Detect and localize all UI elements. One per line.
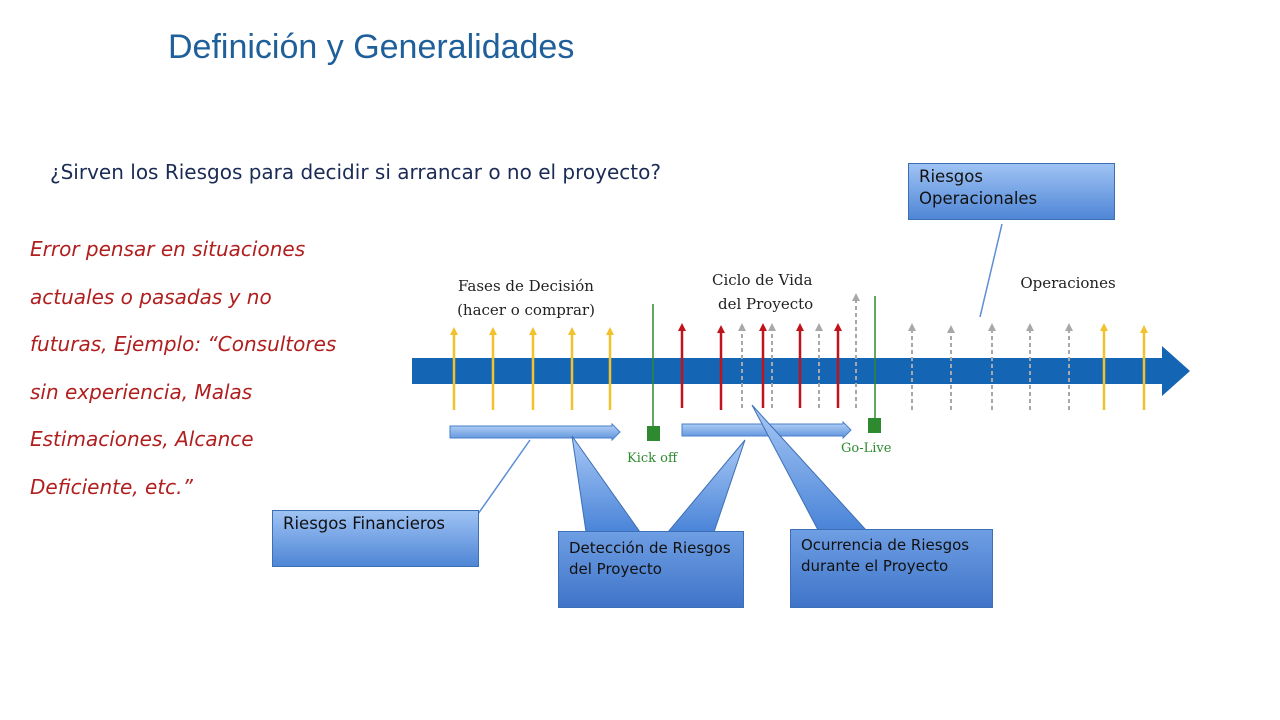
kickoff-marker <box>647 426 660 441</box>
phase-lifecycle-line2: del Proyecto <box>718 295 814 313</box>
golive-marker <box>868 418 881 433</box>
operational-connector <box>979 223 1003 318</box>
golive-label: Go-Live <box>841 441 892 456</box>
occurrence-risks-box: Ocurrencia de Riesgos durante el Proyect… <box>790 529 993 608</box>
operational-risks-box: Riesgos Operacionales <box>908 163 1115 220</box>
question-text: ¿Sirven los Riesgos para decidir si arra… <box>50 160 661 184</box>
phase-decision-line2: (hacer o comprar) <box>457 301 595 319</box>
detection-risks-box: Detección de Riesgos del Proyecto <box>558 531 744 608</box>
phase-decision-label: Fases de Decisión (hacer o comprar) <box>446 274 606 322</box>
risk-arrows <box>678 323 842 410</box>
phase-decision-line1: Fases de Decisión <box>458 277 594 295</box>
decision-arrows <box>450 323 1148 410</box>
detection-wedge-right <box>666 439 746 533</box>
forecast-arrows <box>738 293 1073 410</box>
financial-connector <box>477 439 531 515</box>
phase-lifecycle-line1: Ciclo de Vida <box>712 271 813 289</box>
phase-operations-label: Operaciones <box>1020 274 1116 292</box>
kickoff-label: Kick off <box>627 451 678 466</box>
phase-lifecycle-label: Ciclo de Vida del Proyecto <box>700 268 830 316</box>
page-title: Definición y Generalidades <box>168 28 575 66</box>
decision-phase-bar <box>449 422 621 442</box>
error-note: Error pensar en situaciones actuales o p… <box>30 237 337 499</box>
financial-risks-box: Riesgos Financieros <box>272 510 479 567</box>
